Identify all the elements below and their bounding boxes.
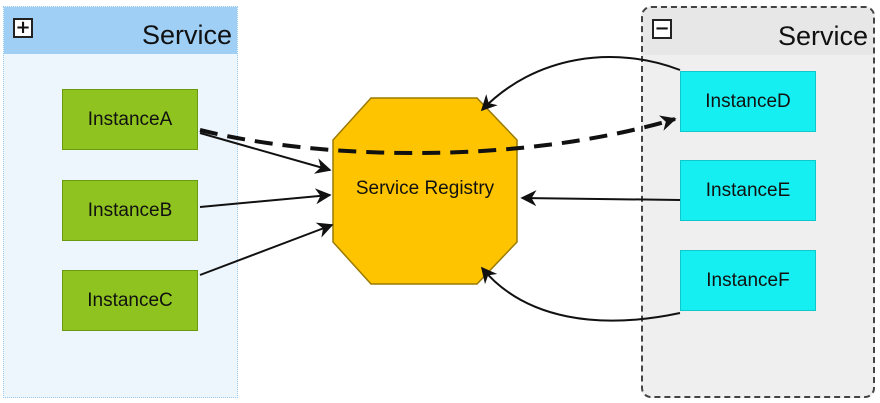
arrow-a-to-registry bbox=[199, 132, 332, 174]
left-service-pool: + Service bbox=[3, 6, 238, 398]
expand-toggle-icon[interactable]: + bbox=[13, 18, 33, 38]
instance-a-node[interactable]: InstanceA bbox=[62, 89, 198, 150]
instance-d-node[interactable]: InstanceD bbox=[680, 71, 816, 132]
arrow-e-to-registry bbox=[520, 190, 681, 207]
left-pool-header: + Service bbox=[4, 7, 237, 54]
left-pool-title: Service bbox=[141, 20, 232, 50]
service-registry-label: Service Registry bbox=[355, 178, 495, 199]
dashed-call-a-to-d bbox=[199, 115, 677, 156]
instance-f-node[interactable]: InstanceF bbox=[680, 250, 816, 311]
service-registry-octagon[interactable] bbox=[332, 97, 518, 285]
instance-e-node[interactable]: InstanceE bbox=[680, 160, 816, 221]
arrow-c-to-registry bbox=[199, 222, 334, 276]
instance-b-node[interactable]: InstanceB bbox=[62, 180, 198, 241]
right-pool-header: − Service bbox=[643, 8, 873, 55]
arrow-d-to-registry bbox=[480, 56, 681, 112]
arrow-b-to-registry bbox=[199, 188, 332, 208]
instance-c-node[interactable]: InstanceC bbox=[62, 270, 198, 331]
collapse-toggle-icon[interactable]: − bbox=[652, 19, 672, 39]
arrow-f-to-registry bbox=[480, 266, 681, 322]
right-pool-title: Service bbox=[777, 21, 868, 51]
